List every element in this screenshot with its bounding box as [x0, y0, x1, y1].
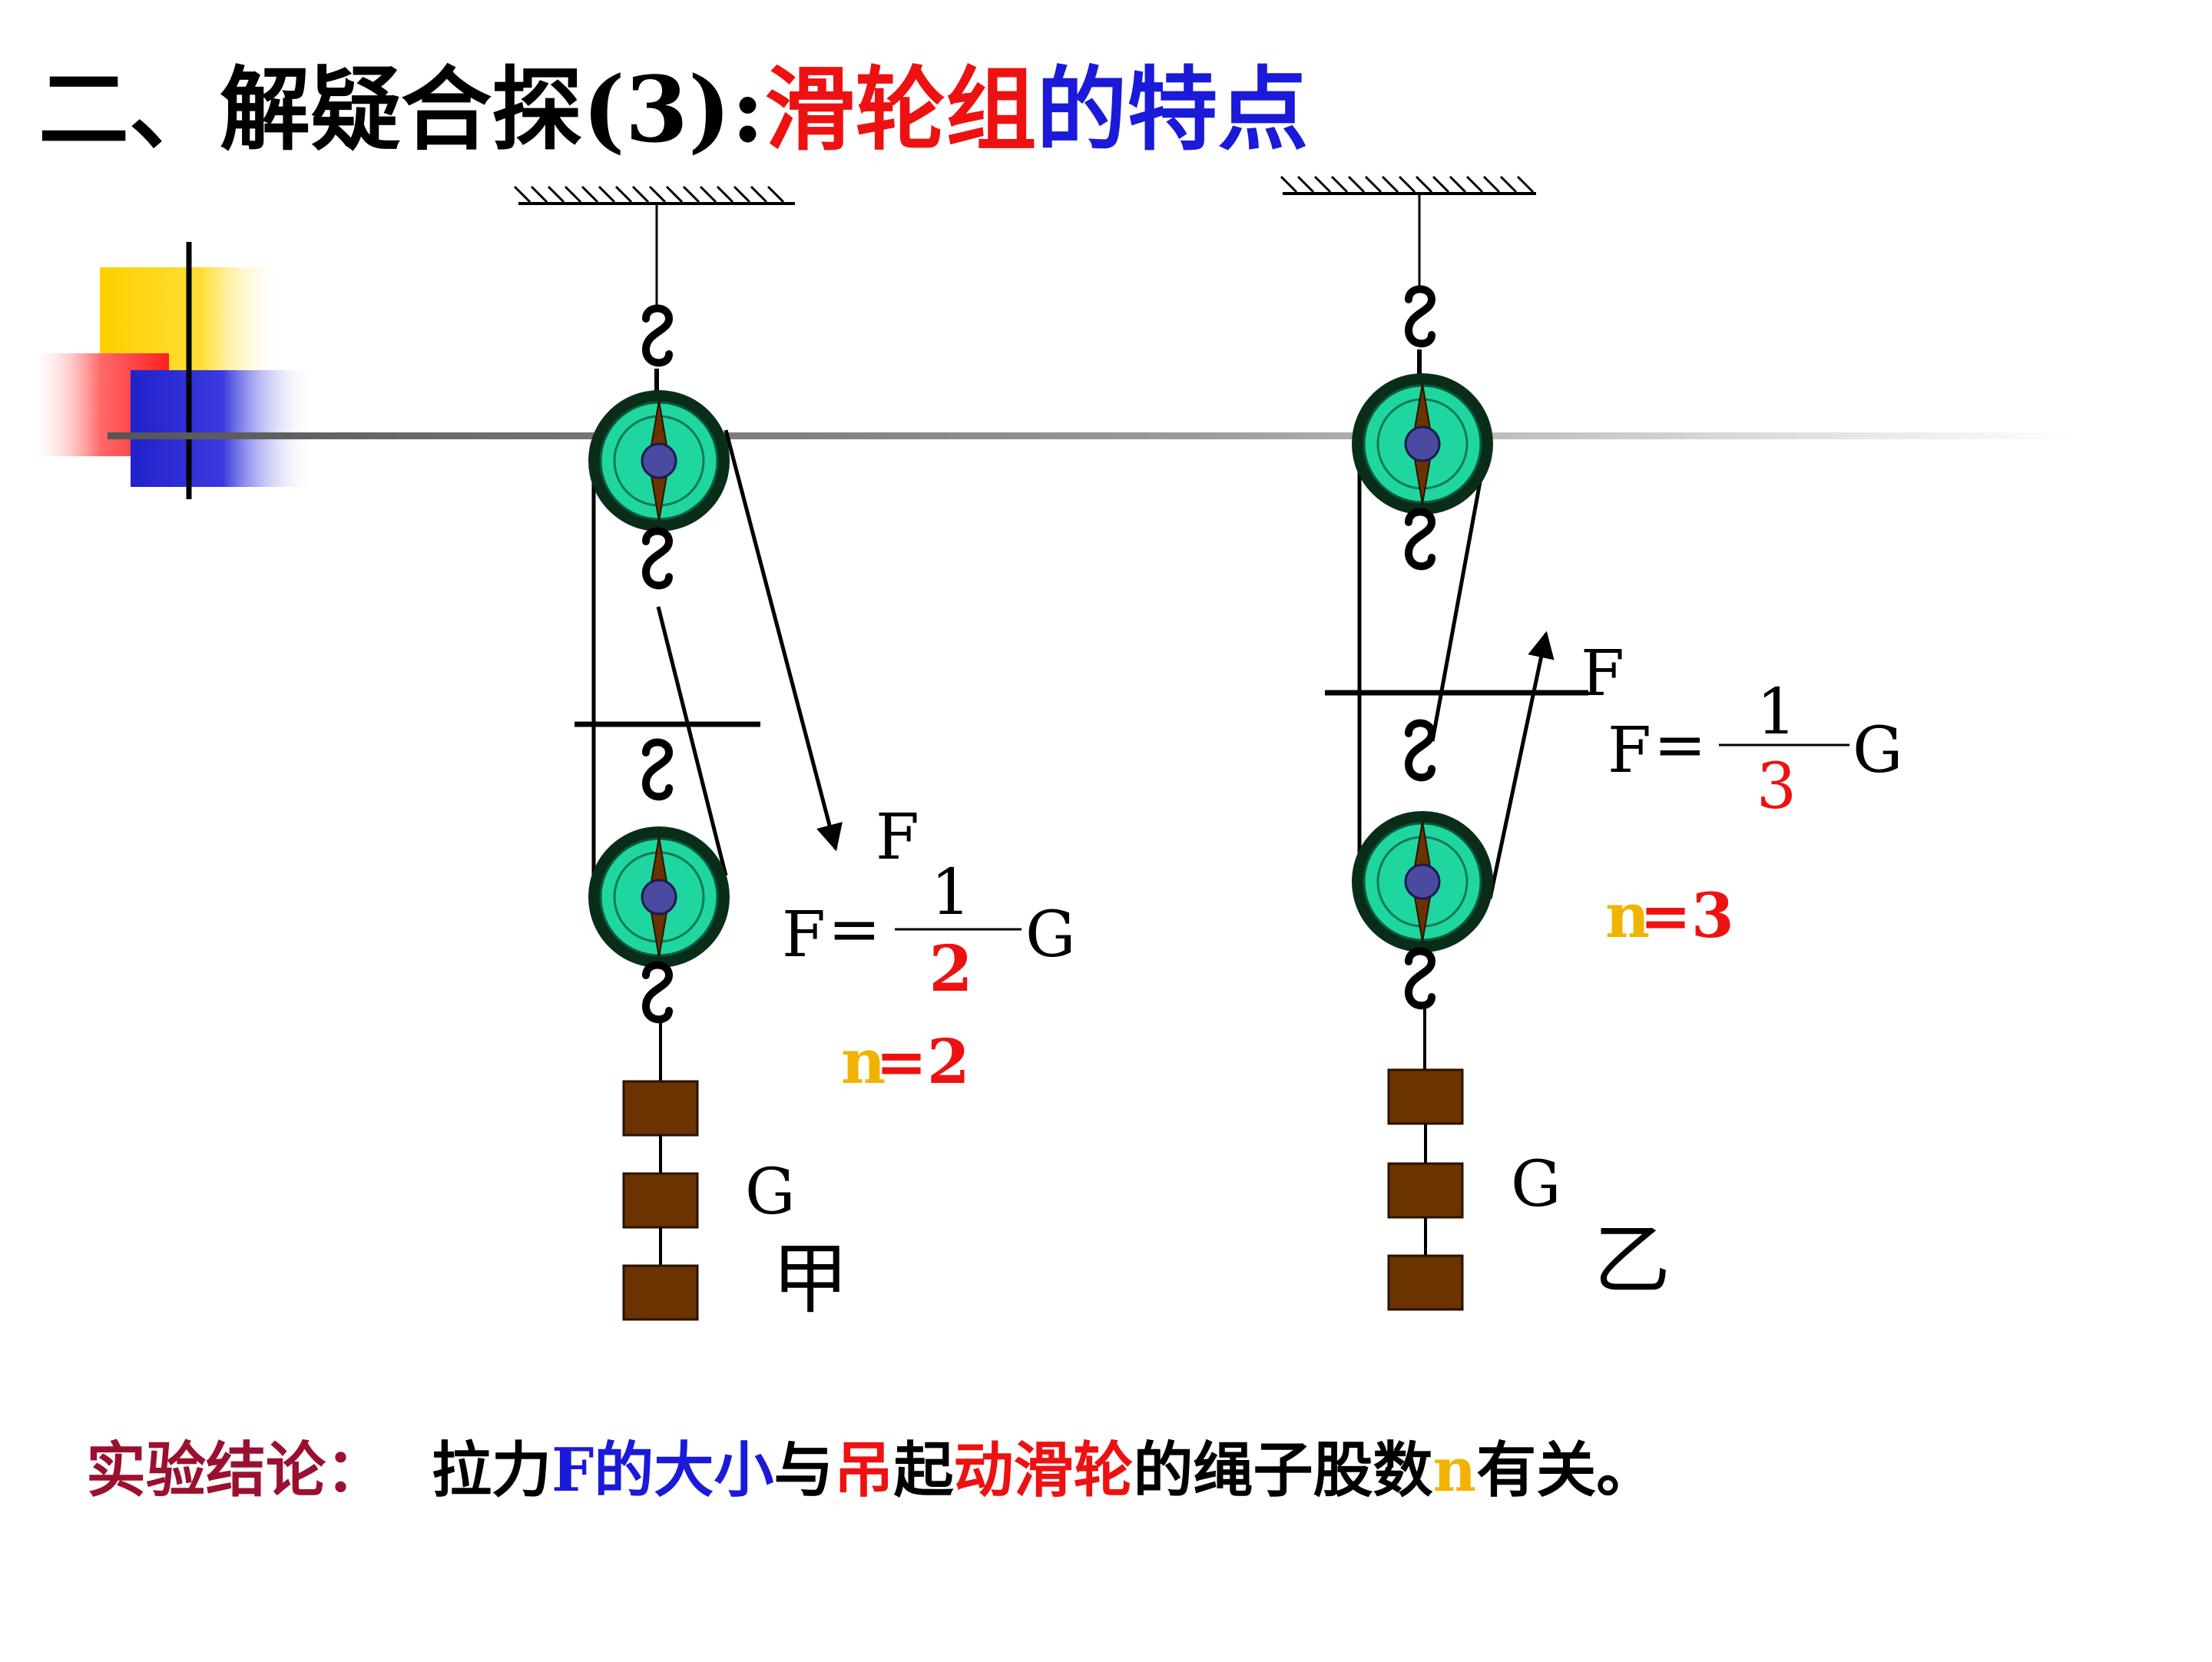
conclusion-t1: 拉力	[432, 1435, 552, 1505]
force-label: F	[1581, 637, 1624, 710]
svg-text:2: 2	[929, 932, 972, 1006]
conclusion-t9: 有关。	[1476, 1435, 1657, 1505]
weight-stack-b	[1387, 1068, 1464, 1311]
conclusion-t6: 动滑轮	[953, 1435, 1134, 1505]
force-arrow	[1488, 631, 1555, 899]
title-part2: 的	[1036, 56, 1128, 163]
conclusion-text: 实验结论： 拉力F的大小与吊起动滑轮的绳子股数n有关。	[86, 1425, 1656, 1517]
svg-text:=: =	[828, 893, 881, 966]
svg-text:1: 1	[1757, 676, 1796, 749]
weight-label: G	[1511, 1148, 1561, 1221]
yellow-square	[100, 267, 284, 370]
fixed-pulley-icon	[1350, 372, 1495, 516]
caption-b: 乙	[1594, 1215, 1671, 1305]
hook-icon	[1409, 952, 1432, 1006]
hook-icon	[1409, 723, 1432, 778]
weight-label: G	[745, 1156, 796, 1229]
movable-pulley-icon	[1350, 809, 1495, 954]
pulley-system-b: F F = 1 3 G n =3 G 乙	[1280, 175, 1903, 1311]
title-part3: 特点	[1127, 56, 1309, 163]
conclusion-t2: F的大小	[551, 1435, 774, 1505]
hook-icon	[646, 309, 669, 363]
hook-icon	[646, 743, 669, 797]
corner-squares-decoration	[31, 242, 315, 499]
conclusion-t5: 起	[893, 1435, 954, 1505]
caption-a: 甲	[772, 1234, 849, 1324]
svg-text:F: F	[1608, 714, 1651, 787]
svg-text:G: G	[1853, 714, 1903, 787]
force-label: F	[876, 801, 919, 874]
title-part1: 滑轮组	[764, 56, 1037, 163]
conclusion-label: 实验结论：	[86, 1435, 386, 1505]
ceiling-a	[513, 185, 795, 205]
svg-text:n: n	[1605, 879, 1650, 952]
page-title: 二、解疑合探(3): 滑轮组的特点	[38, 45, 1308, 175]
svg-text:G: G	[1025, 899, 1076, 972]
weight-stack-a	[622, 1080, 699, 1321]
hook-icon	[1409, 512, 1432, 567]
blue-square	[131, 370, 315, 487]
pulley-system-a: F F = 1 2 G n =2 G 甲	[513, 185, 1076, 1324]
horizontal-rule	[108, 432, 2074, 439]
rope	[656, 606, 728, 876]
svg-text:F: F	[782, 899, 826, 972]
n-value-b: n =3	[1605, 879, 1734, 952]
svg-text:=3: =3	[1640, 879, 1734, 952]
hook-icon	[646, 531, 669, 586]
svg-text:=: =	[1654, 709, 1707, 782]
svg-text:3: 3	[1757, 750, 1796, 823]
svg-text:1: 1	[931, 856, 971, 929]
conclusion-t3: 与	[773, 1435, 834, 1505]
formula-a: F = 1 2 G	[782, 856, 1076, 1006]
force-arrow	[724, 429, 843, 852]
hook-icon	[1409, 290, 1432, 344]
conclusion-t7: 的绳子股数	[1133, 1435, 1433, 1505]
n-value-a: n =2	[841, 1025, 970, 1098]
formula-b: F = 1 3 G	[1608, 676, 1903, 823]
movable-pulley-icon	[587, 825, 731, 969]
ceiling-b	[1280, 175, 1536, 195]
conclusion-t8: n	[1432, 1435, 1477, 1505]
title-prefix: 二、解疑合探(3):	[38, 56, 765, 163]
fixed-pulley-icon	[587, 389, 731, 533]
hook-icon	[646, 965, 669, 1020]
svg-text:=2: =2	[876, 1025, 970, 1098]
conclusion-t4: 吊	[833, 1435, 894, 1505]
svg-text:n: n	[841, 1025, 886, 1098]
